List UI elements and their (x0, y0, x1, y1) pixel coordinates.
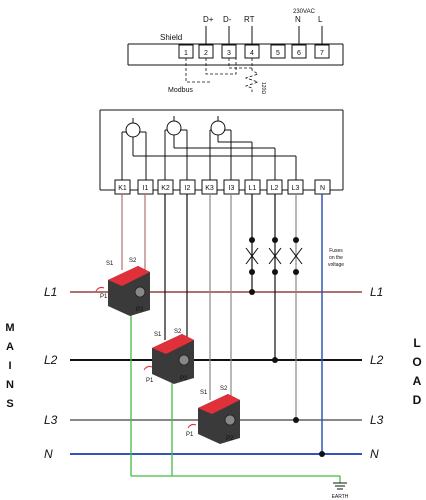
meter-terminal-k1: K1 (114, 179, 131, 195)
mains-letter: S (6, 398, 13, 410)
top-terminal-5: 5 (270, 44, 286, 59)
right-label-n: N (370, 447, 379, 461)
modbus-dashed-wiring (185, 58, 260, 92)
meter-terminal-k3: K3 (201, 179, 218, 195)
top-terminal-label: 6 (297, 50, 301, 57)
left-label-l1: L1 (44, 285, 57, 299)
supply-n-label: N (295, 15, 301, 24)
mains-letter: N (6, 379, 14, 391)
top-terminal-2: 2 (198, 44, 214, 59)
meter-terminal-l3: L3 (287, 179, 304, 195)
meter-terminal-i3: I3 (223, 179, 240, 195)
ct-secondary-wires (121, 194, 232, 400)
right-label-l3: L3 (370, 413, 384, 427)
ct-s1-label: S1 (154, 332, 162, 338)
fuses-note-line: Fuses (329, 248, 343, 254)
internal-ct-3 (209, 116, 252, 180)
internal-ct-2 (164, 116, 275, 180)
meter-terminal-i1: I1 (137, 179, 154, 195)
current-transformer-1: S1 S2 P1 P2 (95, 258, 150, 316)
ct-s2-label: S2 (129, 258, 137, 264)
meter-terminal-label: L3 (292, 185, 300, 192)
meter-terminal-label: K2 (161, 185, 170, 192)
ct-p2-label: P2 (136, 307, 144, 313)
meter-terminal-label: I1 (143, 185, 149, 192)
meter-terminal-l1: L1 (244, 179, 261, 195)
voltage-wires (245, 194, 303, 423)
top-terminal-label: 5 (276, 50, 280, 57)
junction-n (319, 451, 325, 457)
meter-terminal-label: I2 (185, 185, 191, 192)
ct-p2-label: P2 (180, 376, 188, 382)
internal-ct-1 (121, 118, 296, 180)
meter-block: K1 I1 K2 I2 K3 I3 L1 L2 L3 N (99, 109, 344, 195)
supply-label: 230VAC (293, 9, 316, 15)
top-terminal-1: 1 (178, 44, 194, 59)
fuse-l1 (245, 237, 259, 275)
top-terminal-label: 3 (227, 50, 231, 57)
meter-terminal-k2: K2 (157, 179, 174, 195)
mains-letter: I (8, 360, 11, 372)
left-label-n: N (44, 447, 53, 461)
load-label: L O A D (412, 336, 421, 407)
meter-terminal-label: N (320, 185, 325, 192)
shield-label: Shield (160, 33, 182, 42)
load-letter: O (412, 355, 421, 369)
rt-label: RT (244, 15, 255, 24)
ct-s2-label: S2 (174, 329, 182, 335)
junction-l2 (272, 357, 278, 363)
earth-wiring: EARTH (130, 300, 349, 500)
meter-terminal-label: L1 (249, 185, 257, 192)
top-terminal-block: Shield D+ D- RT 230VAC N L 1 2 3 4 5 6 7… (127, 9, 344, 94)
mains-letter: A (6, 341, 14, 353)
top-terminal-4: 4 (244, 44, 260, 59)
meter-terminal-label: K3 (205, 185, 214, 192)
ct-s2-label: S2 (220, 386, 228, 392)
top-terminal-3: 3 (221, 44, 237, 59)
d-plus-label: D+ (203, 15, 214, 24)
fuse-l3 (289, 237, 303, 275)
fuses-note-line: on the (329, 255, 343, 261)
resistor-label: 120Ω (260, 82, 266, 94)
left-label-l3: L3 (44, 413, 58, 427)
ct-p1-label: P1 (186, 432, 194, 438)
current-transformer-2: S1 S2 P1 P2 (143, 329, 194, 384)
top-terminal-label: 7 (320, 50, 324, 57)
ct-s1-label: S1 (200, 390, 208, 396)
ct-p1-label: P1 (146, 378, 154, 384)
right-label-l1: L1 (370, 285, 383, 299)
top-terminal-7: 7 (314, 44, 330, 59)
fuses-note: Fuses on the voltage (328, 248, 344, 268)
top-terminal-label: 2 (204, 50, 208, 57)
meter-terminal-n: N (314, 179, 331, 195)
left-label-l2: L2 (44, 353, 58, 367)
load-letter: A (413, 374, 422, 388)
junction-l1 (249, 289, 255, 295)
mains-label: M A I N S (5, 322, 14, 410)
right-label-l2: L2 (370, 353, 384, 367)
junction-l3 (293, 417, 299, 423)
top-terminal-label: 4 (250, 50, 254, 57)
mains-letter: M (5, 322, 14, 334)
meter-terminal-l2: L2 (266, 179, 283, 195)
meter-terminal-label: L2 (271, 185, 279, 192)
modbus-label: Modbus (168, 87, 193, 94)
ct-s1-label: S1 (106, 261, 114, 267)
meter-terminal-label: K1 (118, 185, 127, 192)
current-transformer-3: S1 S2 P1 P2 (186, 386, 240, 444)
top-terminal-6: 6 (291, 44, 307, 59)
meter-terminal-label: I3 (229, 185, 235, 192)
d-minus-label: D- (223, 15, 232, 24)
load-letter: L (413, 336, 420, 350)
load-letter: D (413, 393, 422, 407)
top-terminal-label: 1 (184, 50, 188, 57)
meter-terminal-i2: I2 (179, 179, 196, 195)
fuses-note-line: voltage (328, 262, 344, 268)
fuse-l2 (268, 237, 282, 275)
ct-p1-label: P1 (100, 294, 108, 300)
supply-l-label: L (318, 15, 323, 24)
ct-p2-label: P2 (226, 436, 234, 442)
earth-label: EARTH (332, 494, 349, 500)
